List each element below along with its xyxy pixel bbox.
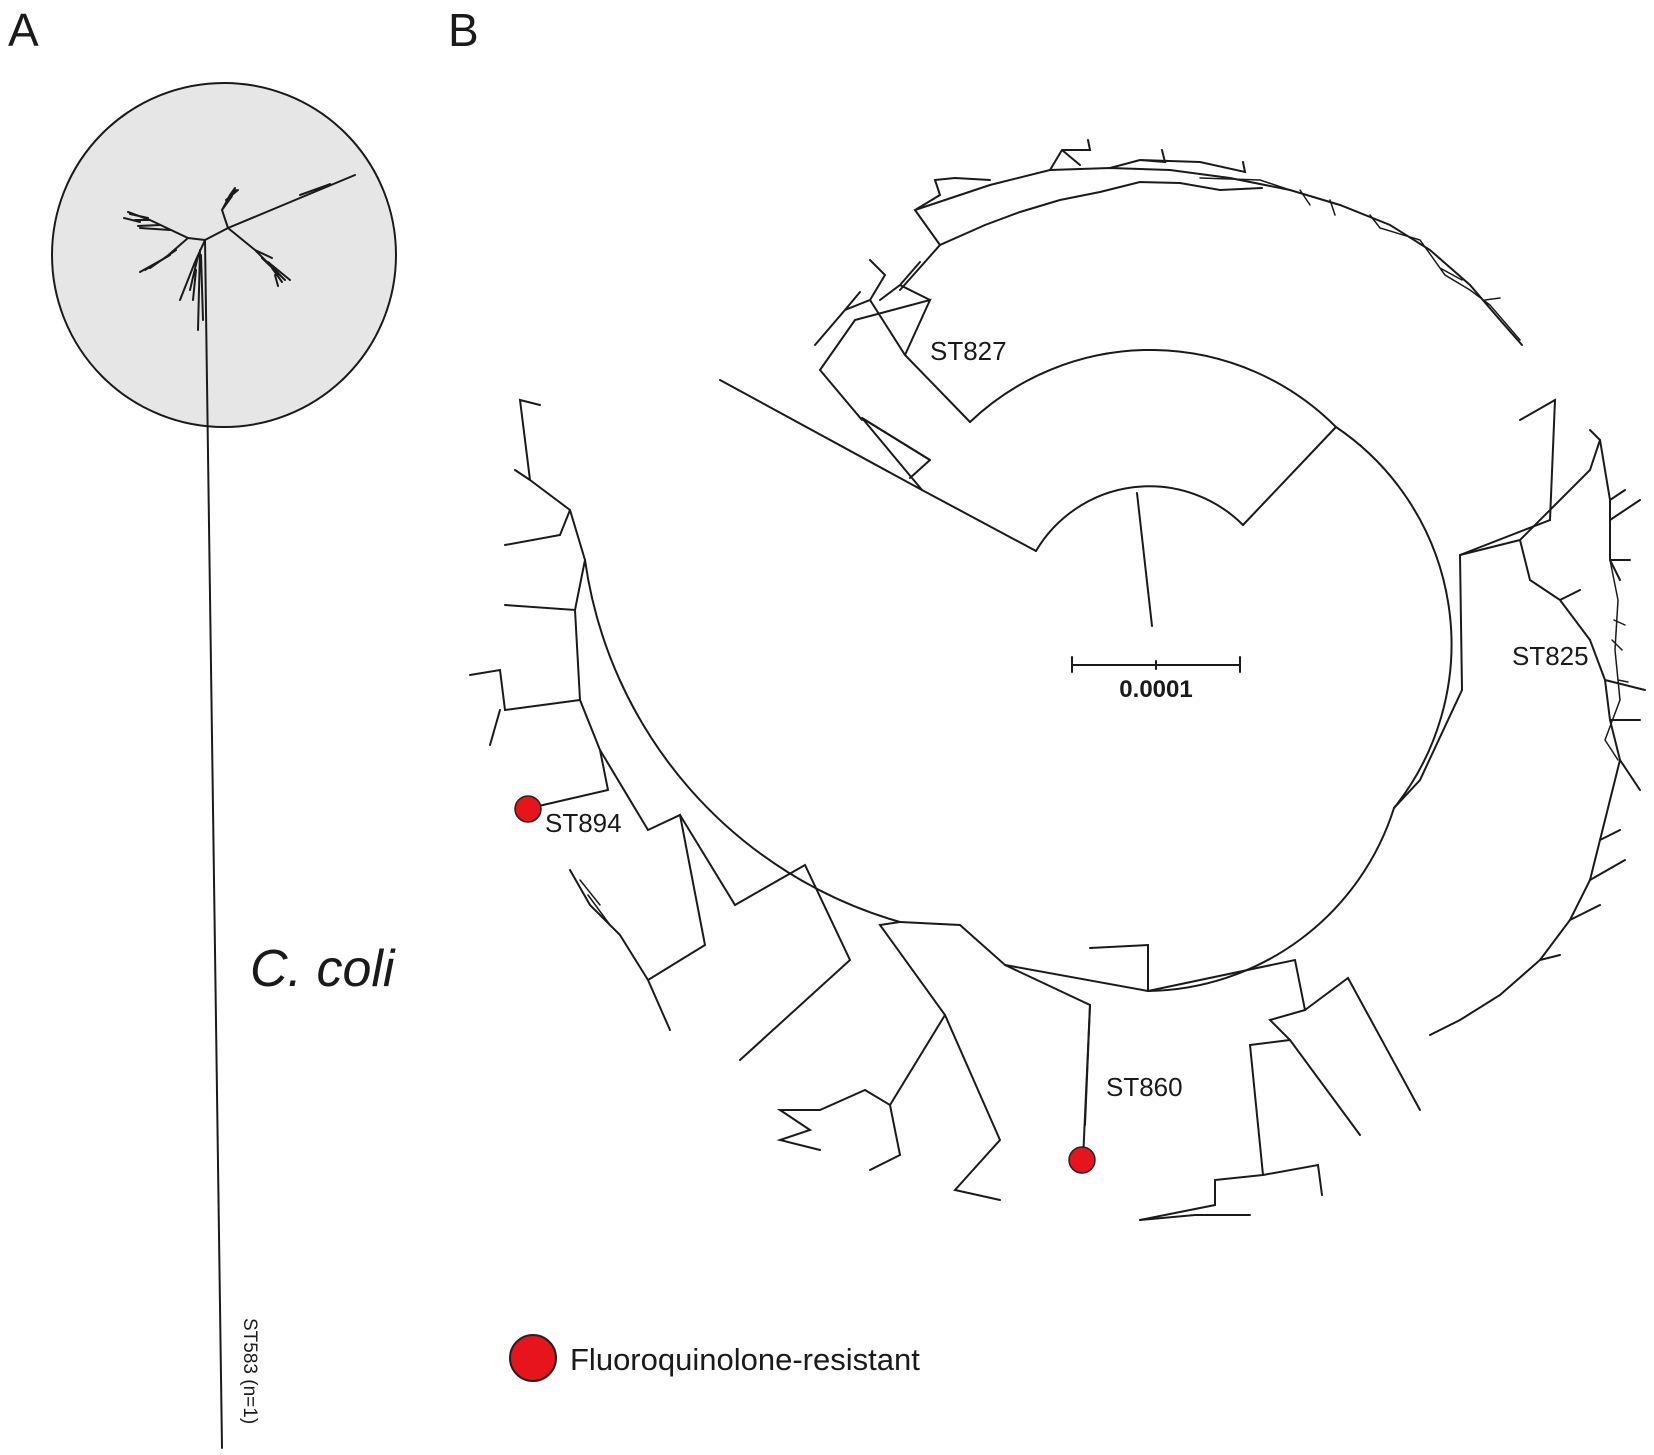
- outer-left-arc: [584, 559, 901, 923]
- root-arc: [1035, 485, 1244, 552]
- resistant-marker-st894: [514, 795, 542, 823]
- legend: Fluoroquinolone-resistant: [509, 1334, 920, 1382]
- unrooted-tree: [123, 174, 356, 331]
- scale-bar-label: 0.0001: [1119, 676, 1192, 703]
- panel-b-tree: 0.0001 ST827 ST825 ST894 ST860: [469, 139, 1646, 1221]
- outgroup-branch: [204, 239, 223, 1449]
- species-label: C. coli: [250, 940, 396, 998]
- st860-branch: [1082, 1004, 1091, 1161]
- resistant-marker-st860: [1068, 1146, 1096, 1174]
- c-coli-circle: [51, 82, 397, 428]
- clade-label-st825: ST825: [1512, 641, 1589, 671]
- mid-arc: [969, 348, 1337, 428]
- legend-marker: [509, 1334, 557, 1382]
- clade-label-st860: ST860: [1106, 1072, 1183, 1102]
- legend-label: Fluoroquinolone-resistant: [570, 1342, 920, 1377]
- clade-label-st894: ST894: [545, 808, 622, 838]
- clade-label-st827: ST827: [930, 336, 1007, 366]
- outgroup-label: ST583 (n=1): [239, 1318, 260, 1424]
- panel-a-label: A: [8, 4, 39, 56]
- panel-b-label: B: [448, 4, 479, 56]
- panel-a-tree: [51, 82, 397, 1449]
- root-stem: [1136, 492, 1153, 627]
- scale-bar: 0.0001: [1071, 656, 1241, 703]
